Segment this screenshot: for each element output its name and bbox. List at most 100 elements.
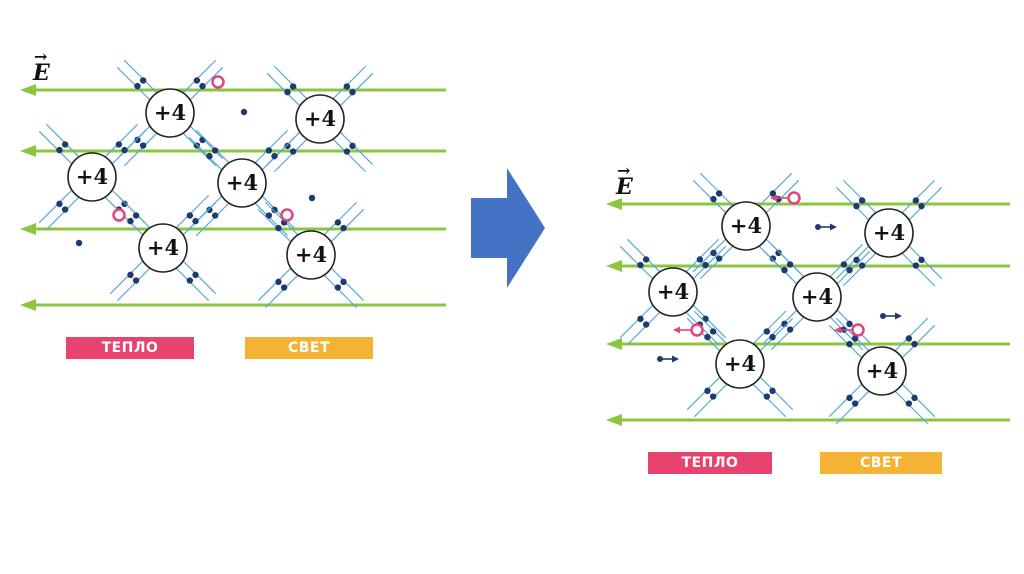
bond-electron [702,261,709,269]
atom-core [864,208,914,258]
nucleus-charge-label: +4 [295,242,327,267]
field-arrowhead-icon [606,414,622,426]
bond-electron [918,202,925,210]
bond-electron [271,206,278,214]
hole-icon [851,323,865,337]
field-symbol: E [616,174,633,200]
bond-electron [134,136,141,144]
bond-electron [340,224,347,232]
bond-electron [186,277,194,284]
bond-electron [61,141,69,148]
right-lattice: +4+4+4+4+4+4 [606,172,1010,426]
heat-legend-left: ТЕПЛО [66,337,194,359]
bond-electron [289,83,297,90]
nucleus-charge-label: +4 [226,170,258,195]
bond-electron [271,152,278,160]
bond-electron [289,148,297,155]
nucleus-charge-label: +4 [866,358,898,383]
bond-electron [769,333,776,341]
bond-electron [696,256,704,263]
bond-electron [192,217,199,225]
atom-core [295,94,345,144]
bond-electron [912,197,920,204]
bond-electron [769,387,776,395]
electron-drift-arrowhead-icon [830,223,837,231]
field-label-left: → E [33,47,50,86]
light-legend-right: СВЕТ [820,452,942,474]
nucleus-charge-label: +4 [801,284,833,309]
bond-electron [199,136,206,144]
electron-drift-arrowhead-icon [895,312,902,320]
field-arrowhead-icon [606,198,622,210]
bond-electron [132,212,140,219]
bond-electron [61,206,69,213]
bond-electron [642,321,650,328]
bond-electron [127,271,134,279]
atom-core [217,158,267,208]
bond-electron [127,217,134,225]
field-arrowhead-icon [20,223,36,235]
bond-electron [911,340,918,348]
bond-electron [334,284,342,291]
bond-electron [769,255,777,262]
bond-electron [637,315,644,323]
nucleus-charge-label: +4 [147,235,179,260]
hole-drift-arrowhead-icon [834,326,841,334]
bond-electron [206,206,213,214]
bond-electron [715,190,723,197]
bond-electron [193,77,201,84]
bond-electron [349,88,356,96]
bond-electron [858,262,866,269]
bond-electron [704,333,711,341]
bond-electron [911,394,918,402]
bond-electron [704,387,711,395]
bond-electron [763,393,771,400]
bond-electron [265,147,273,154]
atom-core [721,201,771,251]
field-label-right: → E [616,161,633,200]
atom-core [67,152,117,202]
bond-electron [134,82,141,90]
nucleus-charge-label: +4 [76,164,108,189]
nucleus-charge-label: +4 [873,220,905,245]
right-block-arrow-icon [471,168,545,288]
free-electron [75,239,83,247]
bond-electron [284,142,291,150]
atom-core [138,223,188,273]
bond-electron [340,278,347,286]
bond-electron [637,261,644,269]
bond-electron [56,200,63,208]
atom-core [715,339,765,389]
bond-electron [853,202,860,210]
hole-icon [280,208,294,222]
hole-icon [787,191,801,205]
light-legend-left: СВЕТ [245,337,373,359]
bond-electron [763,328,771,335]
bond-electron [786,261,794,268]
bond-electron [186,212,194,219]
free-electron [240,108,248,116]
bond-electron [846,320,853,328]
bond-electron [846,266,853,274]
bond-electron [211,212,219,219]
hole-icon [112,208,126,222]
nucleus-charge-label: +4 [154,100,186,125]
field-arrowhead-icon [20,84,36,96]
vector-mark: → [34,47,48,66]
bond-electron [775,249,782,257]
bond-electron [715,255,723,262]
nucleus-charge-label: +4 [730,213,762,238]
bond-electron [851,335,859,342]
bond-electron [769,190,777,197]
nucleus-charge-label: +4 [304,106,336,131]
bond-electron [642,256,650,263]
bond-electron [139,142,147,149]
bond-electron [846,394,853,402]
hole-drift-arrowhead-icon [770,194,777,202]
bond-electron [121,146,128,154]
bond-electron [121,200,128,208]
bond-electron [710,249,717,257]
atom-core [286,230,336,280]
bond-electron [905,335,913,342]
